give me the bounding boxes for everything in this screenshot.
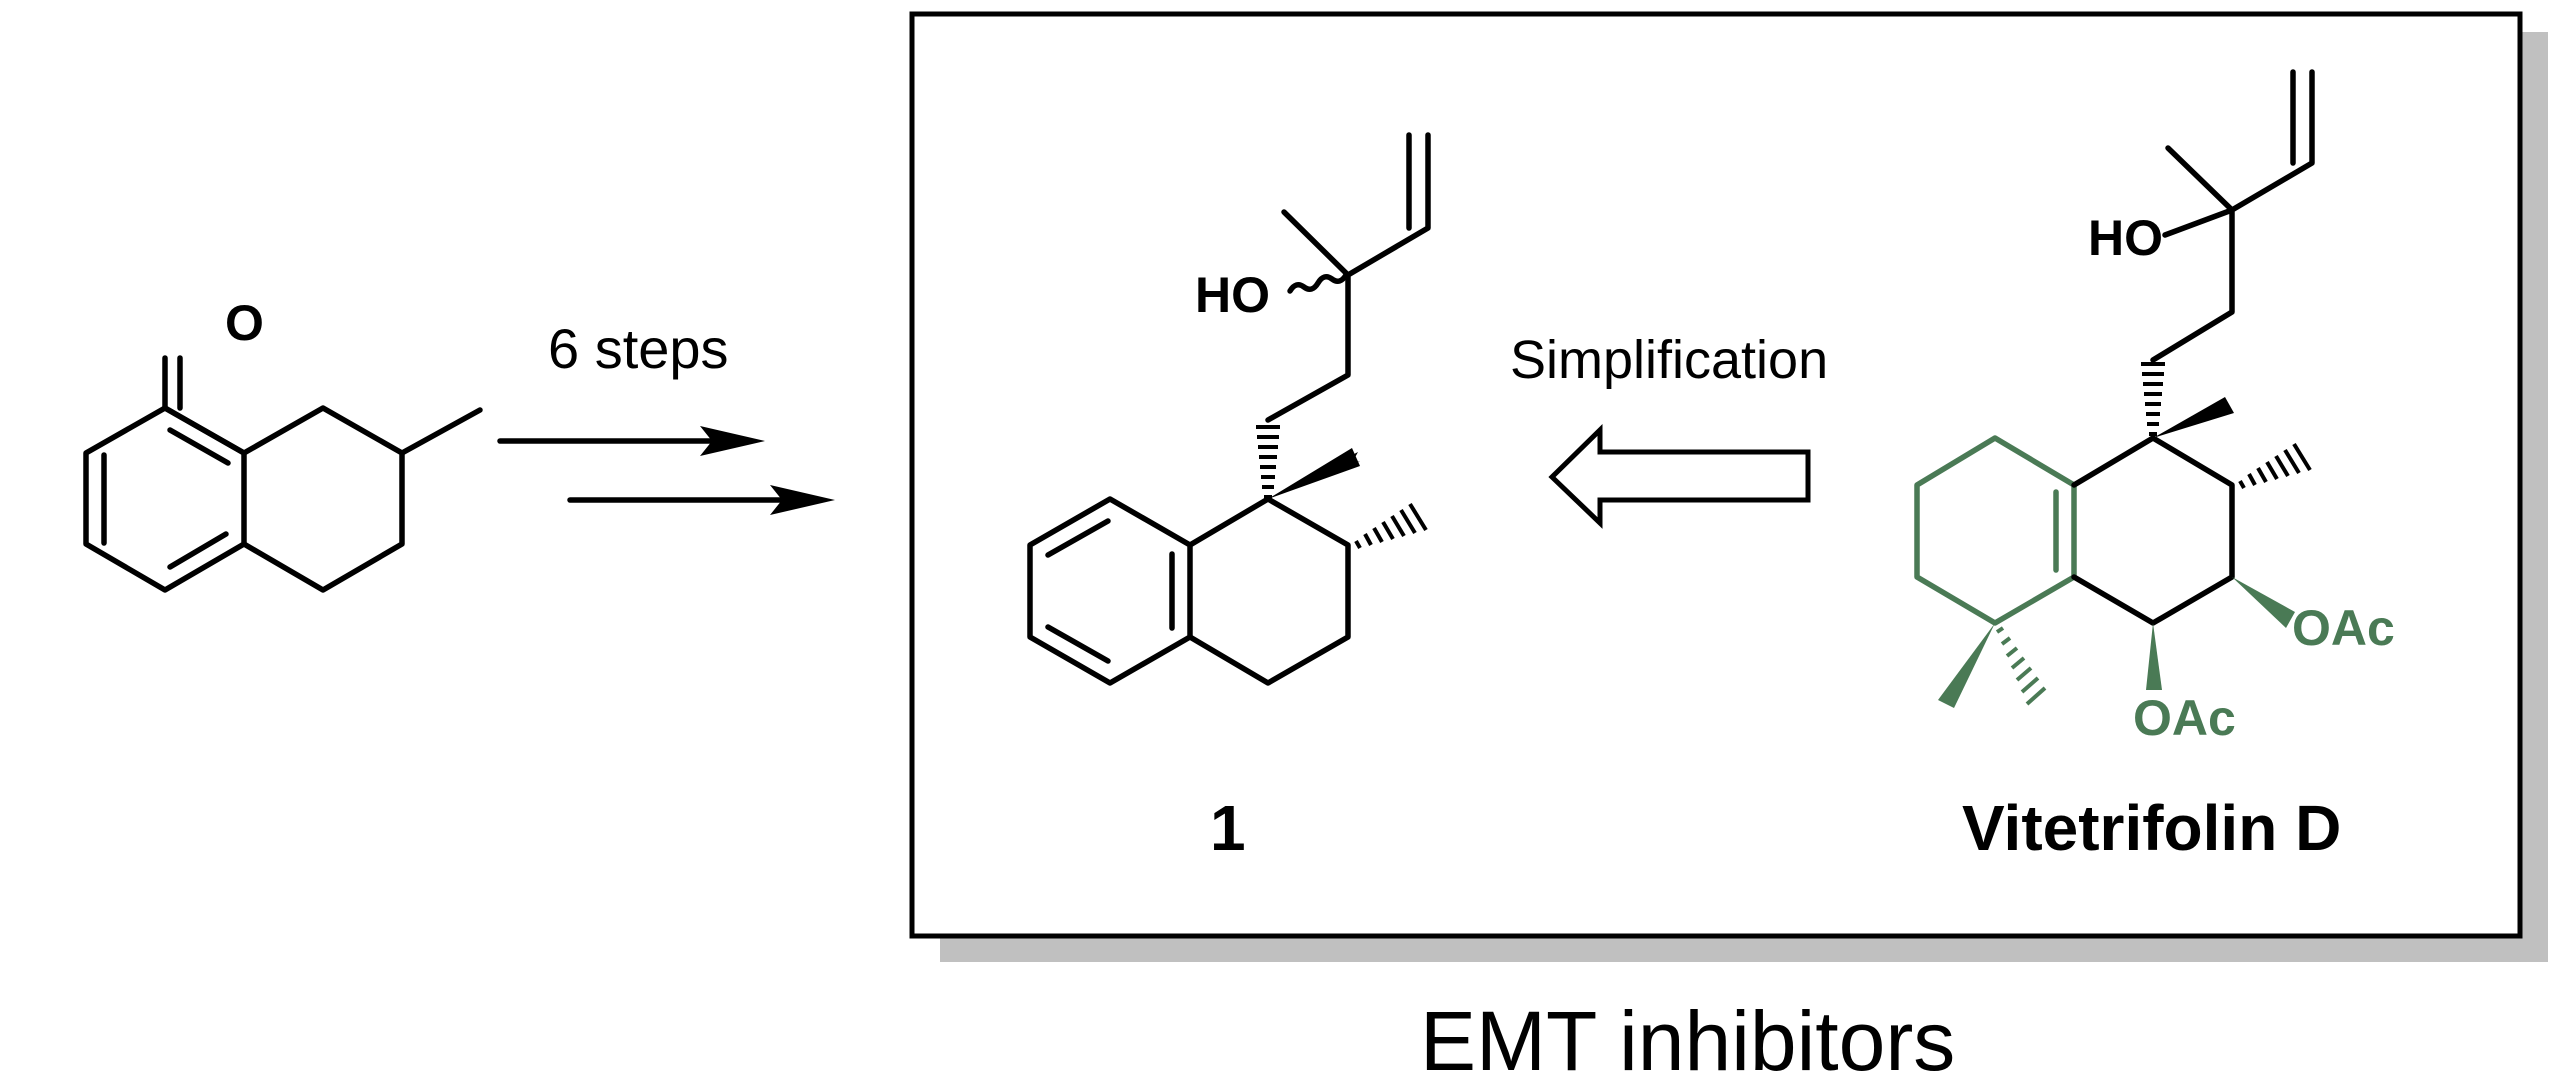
simplification-label: Simplification (1510, 330, 1828, 390)
hashed-bond-c9 (2141, 362, 2165, 436)
ketone-oxygen-label: O (225, 295, 264, 351)
vitetrifolin-d-structure: OAc OAc HO Vitetrifolin D (1914, 69, 2395, 864)
hydroxyl-label-1: HO (1195, 267, 1270, 323)
acetate-label-a: OAc (2292, 600, 2395, 656)
caption: EMT inhibitors (1420, 994, 1955, 1083)
compound-1-structure: HO 1 (1027, 132, 1431, 864)
hashed-methyl-c8 (2238, 442, 2312, 489)
steps-label: 6 steps (548, 317, 729, 380)
hashed-gem-methyl (1995, 626, 2047, 706)
starting-material-tetralone: O (83, 295, 483, 593)
acetate-label-b: OAc (2133, 690, 2236, 746)
natural-product-label: Vitetrifolin D (1962, 792, 2341, 864)
six-steps-arrows: 6 steps (497, 317, 835, 515)
hydroxyl-label-natural: HO (2088, 210, 2163, 266)
simplification-arrow: Simplification (1510, 330, 1828, 529)
hashed-bond-c1 (1256, 425, 1280, 499)
hashed-methyl-c2 (1354, 502, 1428, 549)
compound-1-label: 1 (1210, 792, 1246, 864)
